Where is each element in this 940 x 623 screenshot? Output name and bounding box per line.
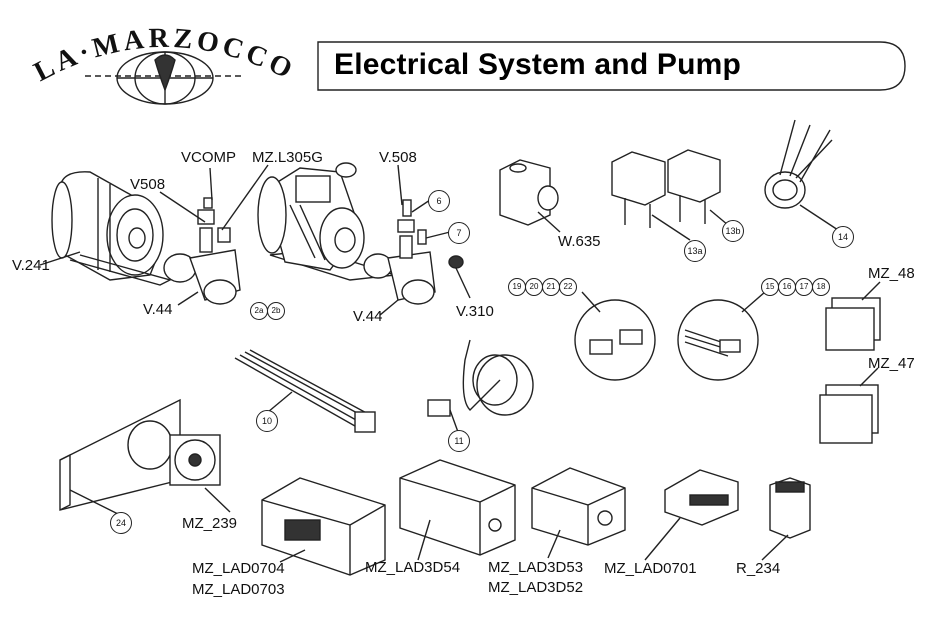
brand-wordmark: LA·MARZOCCO — [30, 23, 300, 88]
relay-r234 — [769, 477, 811, 539]
label-v241: V.241 — [12, 257, 50, 274]
callout-13b: 13b — [722, 220, 744, 242]
callout-20: 20 — [525, 278, 543, 296]
motor-v241 — [51, 171, 172, 286]
label-lad3d53: MZ_LAD3D53 — [488, 559, 584, 576]
contactor-mz47 — [819, 384, 879, 444]
callout-10: 10 — [256, 410, 278, 432]
callout-19: 19 — [508, 278, 526, 296]
ferrite-14 — [764, 119, 833, 209]
label-w635: W.635 — [558, 233, 601, 250]
solenoid-w635 — [499, 159, 559, 226]
label-lad0704: MZ_LAD0704 — [192, 560, 285, 577]
callout-18: 18 — [812, 278, 830, 296]
label-v44-left: V.44 — [143, 301, 173, 318]
box-lad0701 — [664, 469, 739, 526]
callout-16: 16 — [778, 278, 796, 296]
title-frame — [317, 41, 906, 91]
label-mz239: MZ_239 — [182, 515, 238, 532]
box-lad0704 — [261, 477, 386, 576]
callout-7: 7 — [448, 222, 470, 244]
callout-24: 24 — [110, 512, 132, 534]
callout-2b: 2b — [267, 302, 285, 320]
label-v44-right: V.44 — [353, 308, 383, 325]
box-lad3d54 — [399, 459, 516, 556]
label-v508-right: V.508 — [379, 149, 417, 166]
pump-v44-right — [363, 199, 464, 305]
brand-logo: LA·MARZOCCO — [30, 22, 300, 102]
cable-10 — [234, 349, 376, 433]
label-lad3d52: MZ_LAD3D52 — [488, 579, 584, 596]
callout-22: 22 — [559, 278, 577, 296]
label-r234: R_234 — [736, 560, 781, 577]
page-title: Electrical System and Pump — [334, 48, 742, 81]
box-lad3d53 — [531, 467, 626, 546]
label-mz48: MZ_48 — [868, 265, 915, 282]
callout-15: 15 — [761, 278, 779, 296]
label-lad0703: MZ_LAD0703 — [192, 581, 285, 598]
label-vcomp: VCOMP — [181, 149, 237, 166]
label-v508-left: V508 — [130, 176, 166, 193]
label-lad3d54: MZ_LAD3D54 — [365, 559, 461, 576]
connector-19-22 — [574, 299, 656, 381]
capacitors-13 — [611, 149, 721, 228]
pump-v44-left — [163, 197, 241, 305]
callout-13a: 13a — [684, 240, 706, 262]
motor-2a-2b — [257, 162, 396, 281]
label-v310: V.310 — [456, 303, 494, 320]
svg-text:LA·MARZOCCO: LA·MARZOCCO — [30, 23, 300, 88]
callout-17: 17 — [795, 278, 813, 296]
callout-6: 6 — [428, 190, 450, 212]
label-mzl305g: MZ.L305G — [252, 149, 323, 166]
label-mz47: MZ_47 — [868, 355, 915, 372]
callout-14: 14 — [832, 226, 854, 248]
probe-11 — [427, 339, 534, 417]
connector-15-18 — [677, 299, 759, 381]
label-lad0701: MZ_LAD0701 — [604, 560, 697, 577]
fan-panel-24 — [59, 398, 221, 511]
callout-2a: 2a — [250, 302, 268, 320]
callout-11: 11 — [448, 430, 470, 452]
brand-emblem-icon — [85, 51, 245, 105]
contactor-mz48 — [825, 297, 881, 351]
callout-21: 21 — [542, 278, 560, 296]
